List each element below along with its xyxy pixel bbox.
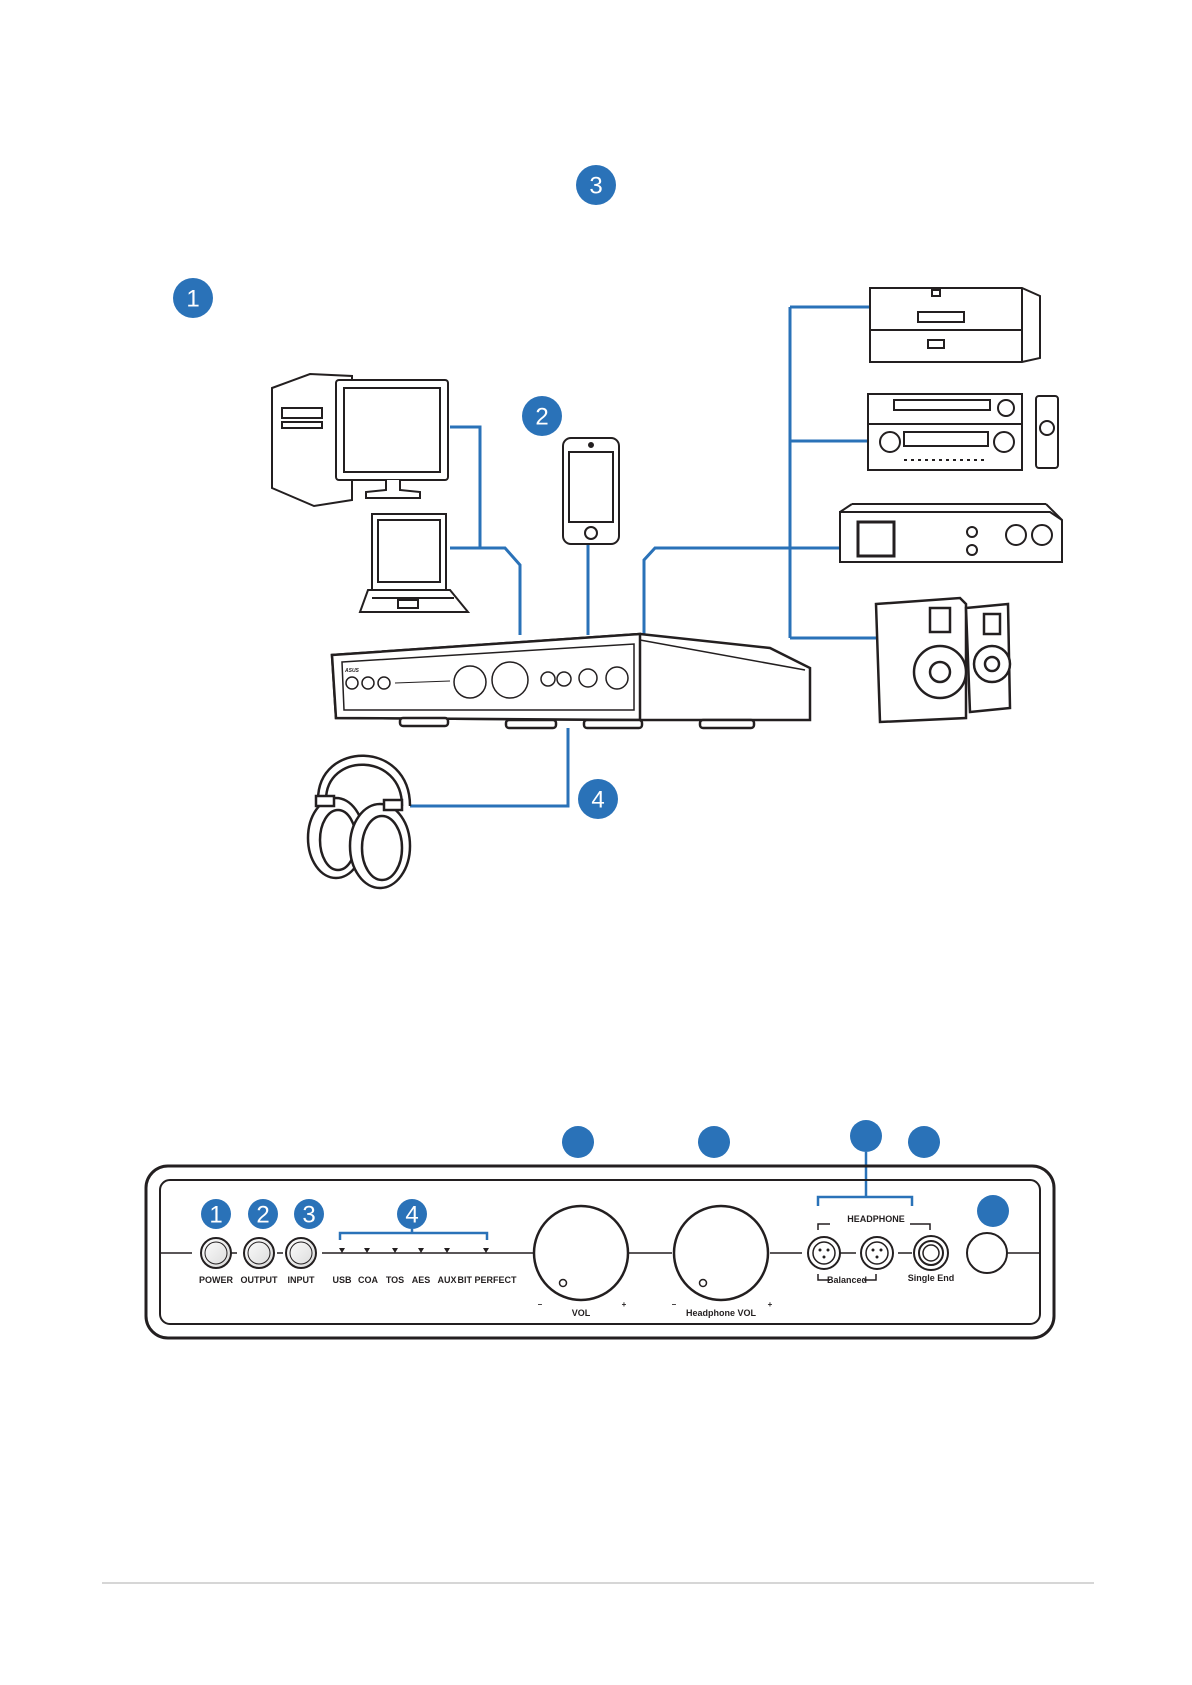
input-label: INPUT xyxy=(288,1275,316,1285)
headphone-volume-knob[interactable] xyxy=(674,1206,768,1300)
output-label: OUTPUT xyxy=(241,1275,279,1285)
power-label: POWER xyxy=(199,1275,234,1285)
ir-receiver-window xyxy=(967,1233,1007,1273)
panel-callout-hp-vol xyxy=(698,1126,730,1158)
dac-logo: ASUS xyxy=(344,668,360,674)
hp-vol-plus: + xyxy=(768,1300,773,1309)
led-label-bit-perfect: BIT PERFECT xyxy=(457,1275,517,1285)
led-callout-bracket xyxy=(340,1233,487,1240)
balanced-xlr-jack-left[interactable] xyxy=(808,1237,840,1269)
power-amplifier-icon xyxy=(840,504,1062,562)
vol-label: VOL xyxy=(572,1308,591,1318)
panel-badge-4: 4 xyxy=(397,1199,427,1229)
led-label-tos: TOS xyxy=(386,1275,404,1285)
vol-plus: + xyxy=(622,1300,627,1309)
top-badge-2: 2 xyxy=(522,396,562,436)
svg-text:3: 3 xyxy=(302,1202,315,1229)
led-label-coa: COA xyxy=(358,1275,379,1285)
headphone-bracket-right xyxy=(910,1224,930,1230)
single-end-label: Single End xyxy=(908,1273,955,1283)
cable-outputs-trunk xyxy=(644,548,790,635)
hp-vol-minus: – xyxy=(672,1300,677,1309)
led-label-usb: USB xyxy=(332,1275,352,1285)
vol-minus: – xyxy=(538,1300,543,1309)
svg-text:4: 4 xyxy=(591,787,604,814)
svg-text:3: 3 xyxy=(589,173,602,200)
balanced-label: Balanced xyxy=(827,1275,867,1285)
cables xyxy=(410,307,876,806)
balanced-xlr-jack-right[interactable] xyxy=(861,1237,893,1269)
headphone-bracket xyxy=(818,1224,830,1230)
cable-laptop xyxy=(450,548,520,635)
led-label-aes: AES xyxy=(412,1275,431,1285)
hp-vol-label: Headphone VOL xyxy=(686,1308,757,1318)
panel-callout-headphone xyxy=(850,1120,882,1152)
av-receiver-icon xyxy=(868,394,1058,470)
volume-knob[interactable] xyxy=(534,1206,628,1300)
panel-callout-ir xyxy=(977,1195,1009,1227)
speakers-icon xyxy=(876,598,1010,722)
panel-badge-3: 3 xyxy=(294,1199,324,1229)
svg-text:4: 4 xyxy=(405,1202,418,1229)
input-button[interactable] xyxy=(286,1238,316,1268)
laptop-icon xyxy=(360,514,468,612)
panel-badge-1: 1 xyxy=(201,1199,231,1229)
svg-text:1: 1 xyxy=(209,1202,222,1229)
top-badge-1: 1 xyxy=(173,278,213,318)
top-badge-3: 3 xyxy=(576,165,616,205)
led-label-aux: AUX xyxy=(437,1275,456,1285)
panel-callout-remote xyxy=(908,1126,940,1158)
svg-text:2: 2 xyxy=(535,404,548,431)
smartphone-icon xyxy=(563,438,619,544)
output-button[interactable] xyxy=(244,1238,274,1268)
top-badge-4: 4 xyxy=(578,779,618,819)
cable-pc xyxy=(450,427,480,548)
cd-player-icon xyxy=(870,288,1040,362)
panel-callout-vol xyxy=(562,1126,594,1158)
headphone-callout-bracket xyxy=(818,1197,912,1206)
panel-badge-2: 2 xyxy=(248,1199,278,1229)
single-end-jack[interactable] xyxy=(914,1236,948,1270)
power-button[interactable] xyxy=(201,1238,231,1268)
desktop-computer-icon xyxy=(272,374,448,506)
dac-device-illustration xyxy=(332,634,810,728)
cable-headphones xyxy=(410,728,568,806)
svg-text:2: 2 xyxy=(256,1202,269,1229)
svg-text:1: 1 xyxy=(186,286,199,313)
headphones-icon xyxy=(308,756,410,888)
headphone-label: HEADPHONE xyxy=(847,1214,905,1224)
